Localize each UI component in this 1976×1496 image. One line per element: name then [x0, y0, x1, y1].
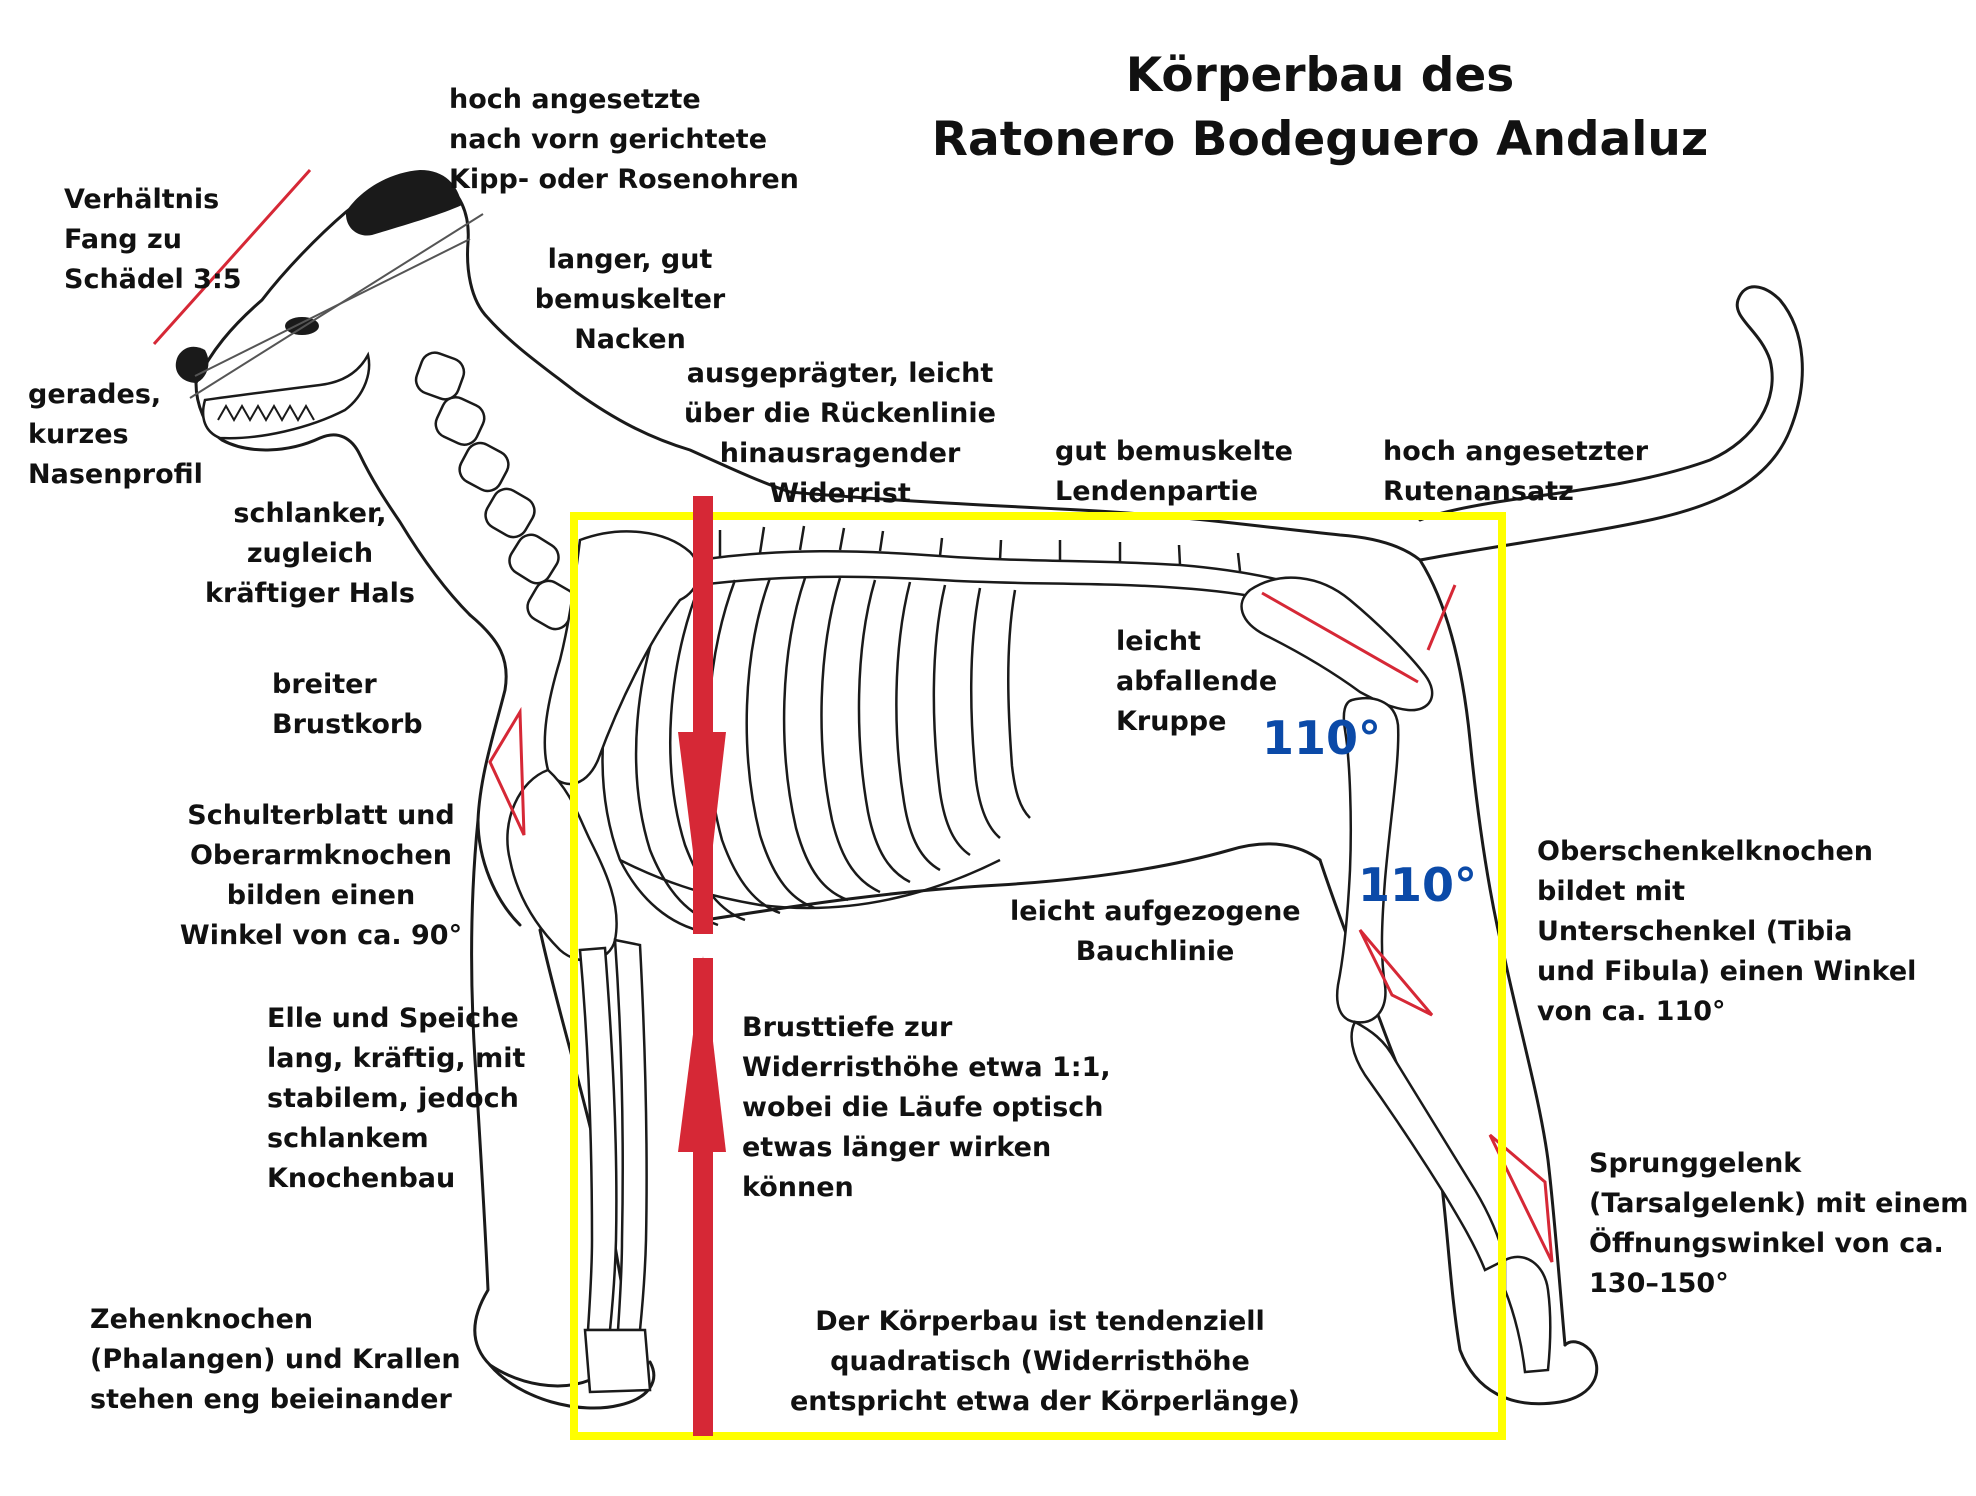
- angle-label-stifle: 110°: [1358, 858, 1478, 912]
- tail: [1418, 285, 1804, 562]
- label-withers: ausgeprägter, leicht über die Rückenlini…: [684, 358, 996, 509]
- spine: [698, 525, 1332, 617]
- muzzle-ratio-line: [152, 168, 312, 346]
- title-line-1: Körperbau des: [1125, 48, 1515, 103]
- label-loin: gut bemuskelte Lendenpartie: [1055, 436, 1293, 507]
- label-chest: breiter Brustkorb: [272, 669, 423, 740]
- label-belly: leicht aufgezogene Bauchlinie: [1010, 896, 1301, 967]
- hind-paw: [1438, 1168, 1599, 1406]
- angle-label-hip: 110°: [1262, 711, 1382, 765]
- label-square-body: Der Körperbau ist tendenziell quadratisc…: [790, 1306, 1301, 1417]
- belly-line: [703, 842, 1322, 922]
- skull: [201, 351, 371, 440]
- forearm-bones: [578, 938, 652, 1394]
- ear-shape: [345, 170, 462, 236]
- label-muzzle-ratio: Verhältnis Fang zu Schädel 3:5: [64, 184, 242, 295]
- hock-angle-triangle: [1488, 1133, 1554, 1263]
- label-hock: Sprunggelenk (Tarsalgelenk) mit einem Öf…: [1589, 1148, 1969, 1299]
- head-outline: [194, 179, 792, 494]
- front-paw: [488, 1360, 656, 1410]
- red-angle-markers: [152, 168, 1554, 1263]
- label-tail-set: hoch angesetzter Rutenansatz: [1383, 436, 1649, 507]
- label-shoulder: Schulterblatt und Oberarmknochen bilden …: [179, 800, 463, 951]
- chest-front: [468, 613, 522, 927]
- label-chest-depth: Brusttiefe zur Widerristhöhe etwa 1:1, w…: [742, 1012, 1111, 1203]
- page-title: Körperbau des Ratonero Bodeguero Andaluz: [900, 44, 1740, 172]
- head-guide-lines: [189, 213, 484, 399]
- shoulder-angle-triangle: [488, 706, 526, 836]
- label-neck: schlanker, zugleich kräftiger Hals: [205, 498, 415, 609]
- title-line-2: Ratonero Bodeguero Andaluz: [931, 112, 1709, 167]
- label-neck-muscle: langer, gut bemuskelter Nacken: [534, 244, 726, 355]
- shoulder-bones: [506, 530, 700, 962]
- label-toes: Zehenknochen (Phalangen) und Krallen ste…: [90, 1304, 461, 1415]
- pelvis-line: [1261, 591, 1419, 684]
- rib-cage: [601, 577, 1031, 934]
- label-croup: leicht abfallende Kruppe: [1116, 626, 1278, 737]
- foreleg-front: [470, 818, 592, 1388]
- chest-depth-arrow: [678, 496, 726, 1436]
- label-ears: hoch angesetzte nach vorn gerichtete Kip…: [449, 84, 799, 195]
- hind-leg-bones: [1350, 1020, 1552, 1374]
- proportion-frame: [570, 512, 1506, 1440]
- label-forearm: Elle und Speiche lang, kräftig, mit stab…: [267, 1003, 526, 1194]
- pelvis-femur: [1240, 576, 1434, 1024]
- stifle-angle-triangle: [1358, 929, 1434, 1017]
- label-nose-profile: gerades, kurzes Nasenprofil: [28, 379, 203, 490]
- tail-set-line: [1426, 584, 1457, 651]
- neck-vertebrae: [414, 351, 578, 631]
- label-femur: Oberschenkelknochen bildet mit Untersche…: [1537, 836, 1917, 1027]
